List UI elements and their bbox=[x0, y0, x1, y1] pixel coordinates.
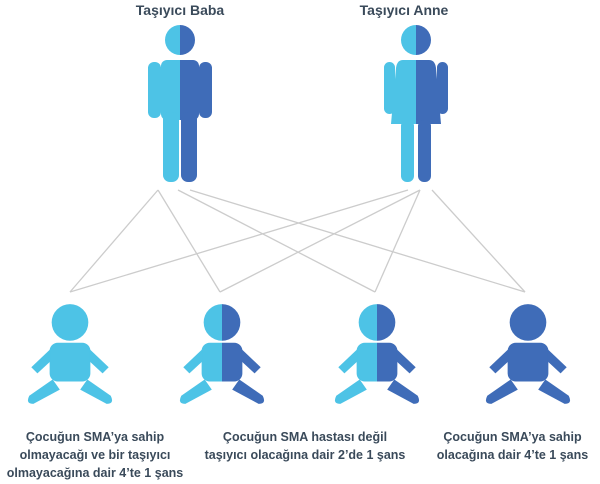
mother-figure bbox=[384, 25, 448, 182]
caption-line: Çocuğun SMA’ya sahip bbox=[443, 430, 582, 444]
outcome-caption-carrier: Çocuğun SMA hastası değil taşıyıcı olaca… bbox=[200, 428, 410, 464]
caption-line: olmayacağı ve bir taşıyıcı bbox=[19, 448, 171, 462]
baby-carrier-2 bbox=[335, 304, 419, 404]
father-title: Taşıyıcı Baba bbox=[135, 2, 225, 18]
caption-line: taşıyıcı olacağına dair 2’de 1 şans bbox=[204, 448, 406, 462]
caption-line: Çocuğun SMA’ya sahip bbox=[25, 430, 165, 444]
baby-unaffected-noncarrier bbox=[28, 304, 112, 404]
father-figure bbox=[148, 25, 212, 182]
connection-lines bbox=[69, 189, 526, 293]
baby-affected bbox=[486, 304, 570, 404]
caption-line: olacağına dair 4’te 1 şans bbox=[436, 448, 589, 462]
outcome-caption-noncarrier: Çocuğun SMA’ya sahip olmayacağı ve bir t… bbox=[0, 428, 190, 482]
baby-carrier-1 bbox=[180, 304, 264, 404]
mother-title: Taşıyıcı Anne bbox=[359, 2, 449, 18]
outcome-caption-affected: Çocuğun SMA’ya sahip olacağına dair 4’te… bbox=[425, 428, 600, 464]
caption-line: olmayacağına dair 4’te 1 şans bbox=[6, 466, 184, 480]
caption-line: Çocuğun SMA hastası değil bbox=[222, 430, 388, 444]
